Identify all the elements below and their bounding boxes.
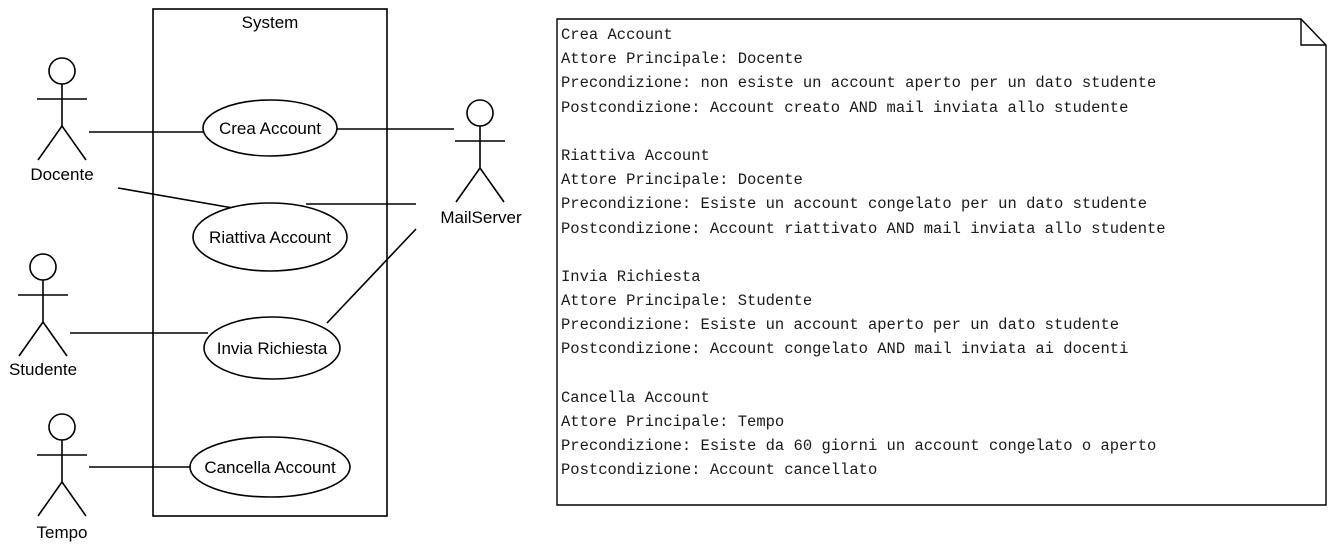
actor-head	[29, 253, 57, 281]
actor-leg-right	[42, 321, 68, 357]
note-precondition: Precondizione: Esiste un account congela…	[561, 195, 1147, 214]
actor-head	[48, 413, 76, 441]
actor-leg-right	[61, 481, 87, 517]
note-actor: Attore Principale: Docente	[561, 50, 803, 69]
note-actor: Attore Principale: Studente	[561, 292, 813, 311]
actor-docente	[37, 57, 87, 161]
note-title: Riattiva Account	[561, 146, 710, 165]
actor-leg-left	[455, 167, 481, 203]
actor-leg-left	[37, 481, 63, 517]
note-title: Crea Account	[561, 26, 673, 44]
note-precondition: Precondizione: Esiste da 60 giorni un ac…	[561, 437, 1157, 456]
actor-leg-left	[18, 321, 44, 357]
note-postcondition: Postcondizione: Account riattivato AND m…	[561, 219, 1166, 238]
use-case-cancella-account	[189, 436, 351, 498]
use-case-invia-richiesta	[203, 316, 341, 380]
note-title: Cancella Account	[561, 388, 710, 407]
actor-studente	[18, 253, 68, 357]
note-precondition: Precondizione: non esiste un account ape…	[561, 74, 1157, 93]
use-case-description-note: Crea Account Attore Principale: Docente …	[556, 18, 1327, 506]
association-invia-mailserver	[326, 228, 417, 324]
note-actor: Attore Principale: Tempo	[561, 413, 785, 431]
actor-leg-left	[37, 125, 63, 161]
actor-label-docente: Docente	[30, 165, 93, 184]
note-shape	[556, 18, 1327, 506]
note-precondition: Precondizione: Esiste un account aperto …	[561, 316, 1120, 335]
use-case-label-crea-account: Crea Account	[219, 119, 321, 138]
use-case-diagram: System Docente Studente Tempo	[9, 8, 522, 542]
note-postcondition: Postcondizione: Account creato AND mail …	[561, 98, 1129, 117]
use-case-label-invia-richiesta: Invia Richiesta	[217, 339, 328, 358]
system-boundary	[152, 8, 388, 517]
actor-tempo	[37, 413, 87, 517]
note-postcondition: Postcondizione: Account congelato AND ma…	[561, 340, 1129, 359]
actor-head	[466, 99, 494, 127]
note-text: Crea Account Attore Principale: Docente …	[561, 23, 1166, 507]
associations	[70, 128, 454, 468]
note-actor: Attore Principale: Docente	[561, 171, 803, 190]
note-block-riattiva-account: Riattiva Account Attore Principale: Doce…	[561, 144, 1166, 241]
note-block-crea-account: Crea Account Attore Principale: Docente …	[561, 23, 1166, 120]
note-block-invia-richiesta: Invia Richiesta Attore Principale: Stude…	[561, 265, 1166, 362]
use-case-crea-account	[202, 99, 338, 157]
system-label: System	[242, 13, 299, 32]
use-case-riattiva-account	[192, 202, 348, 272]
use-case-label-cancella-account: Cancella Account	[204, 458, 336, 477]
actor-leg-right	[479, 167, 505, 203]
association-docente-riattiva	[117, 187, 234, 209]
note-postcondition: Postcondizione: Account cancellato	[561, 461, 878, 480]
actor-label-mailserver: MailServer	[440, 208, 522, 227]
actor-label-tempo: Tempo	[36, 523, 87, 542]
note-block-cancella-account: Cancella Account Attore Principale: Temp…	[561, 386, 1166, 483]
actor-head	[48, 57, 76, 85]
actor-leg-right	[61, 125, 87, 161]
note-title: Invia Richiesta	[561, 267, 701, 286]
use-case-label-riattiva-account: Riattiva Account	[209, 228, 331, 247]
actor-mailserver	[455, 99, 505, 203]
actor-label-studente: Studente	[9, 360, 77, 379]
